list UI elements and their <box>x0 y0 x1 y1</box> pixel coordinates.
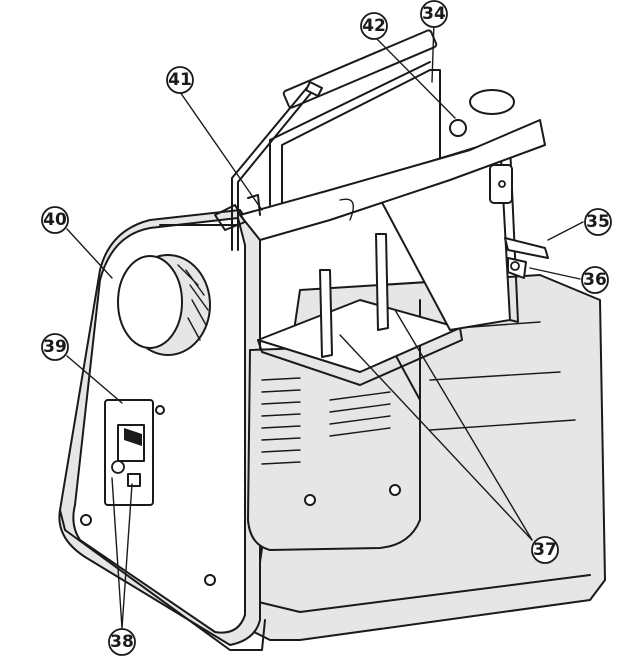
callout-40-label: 40 <box>43 210 67 230</box>
callout-37-label: 37 <box>533 540 557 560</box>
callout-38-label: 38 <box>110 632 134 652</box>
callout-39: 39 <box>41 333 69 361</box>
power-switch[interactable] <box>124 428 142 446</box>
bobbin-winder[interactable] <box>469 89 515 115</box>
callout-35-label: 35 <box>586 212 610 232</box>
callout-36-label: 36 <box>583 270 607 290</box>
callout-40: 40 <box>41 206 69 234</box>
callout-37: 37 <box>531 536 559 564</box>
callout-41: 41 <box>166 66 194 94</box>
jack-socket-1[interactable] <box>111 460 125 474</box>
callout-38: 38 <box>108 628 136 656</box>
handwheel[interactable] <box>117 254 211 356</box>
side-lever[interactable] <box>489 164 549 279</box>
jack-socket-2[interactable] <box>127 473 141 487</box>
callout-36: 36 <box>581 266 609 294</box>
thread-guide[interactable] <box>231 81 323 251</box>
callout-42: 42 <box>360 12 388 40</box>
callout-41-label: 41 <box>168 70 192 90</box>
spool-pins[interactable] <box>319 233 389 358</box>
machine-top <box>214 89 546 241</box>
callout-34: 34 <box>420 0 448 28</box>
callout-39-label: 39 <box>43 337 67 357</box>
callout-34-label: 34 <box>422 4 446 24</box>
callout-42-label: 42 <box>362 16 386 36</box>
leader-lines <box>66 21 584 629</box>
switch-panel <box>104 399 154 506</box>
callout-35: 35 <box>584 208 612 236</box>
rear-cover <box>247 344 421 551</box>
